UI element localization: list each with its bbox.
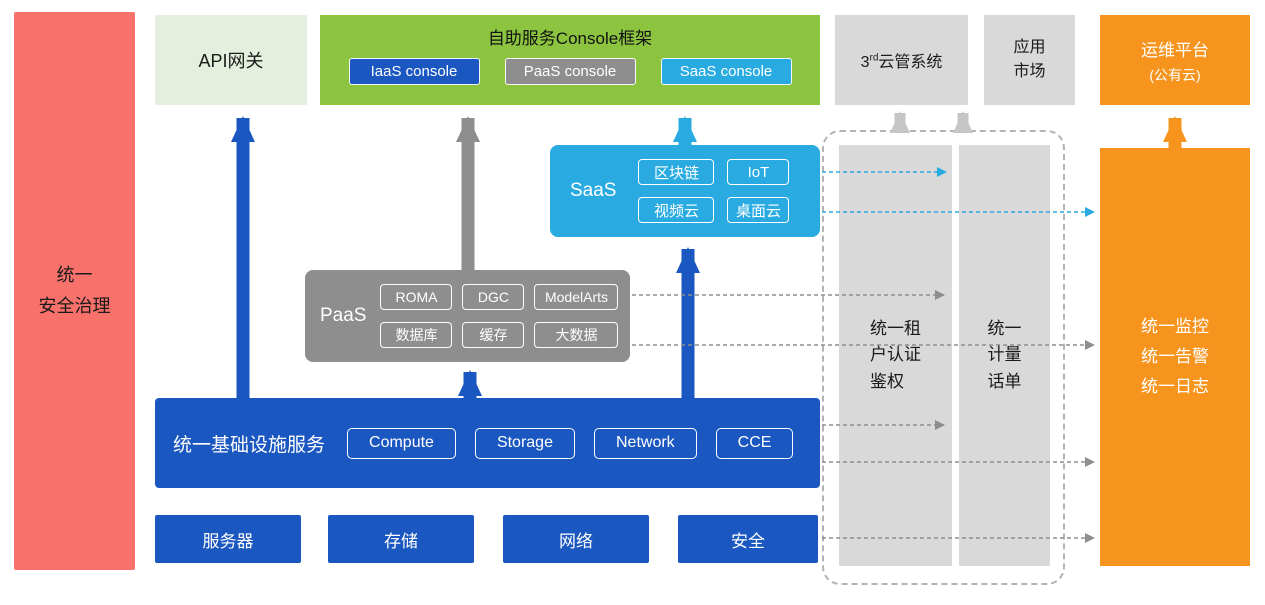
paas-chip-cache: 缓存 xyxy=(462,322,525,348)
security-governance-label: 统一 安全治理 xyxy=(38,265,111,316)
saas-chip-grid: 区块链 IoT 视频云 桌面云 xyxy=(638,159,790,223)
infrastructure-layer-box: 统一基础设施服务 Compute Storage Network CCE xyxy=(155,398,820,488)
infra-chip-compute: Compute xyxy=(347,427,456,459)
app-market-label: 应用 市场 xyxy=(1013,39,1046,80)
saas-chip-video-cloud: 视频云 xyxy=(638,197,715,223)
infra-chip-network: Network xyxy=(593,427,697,459)
paas-chip-database: 数据库 xyxy=(380,322,453,348)
shared-services-dashed-container xyxy=(822,130,1065,585)
security-box: 安全 xyxy=(678,515,818,563)
infrastructure-chip-row: Compute Storage Network CCE xyxy=(347,427,794,459)
iaas-console-chip: IaaS console xyxy=(348,58,480,85)
app-market-box: 应用 市场 xyxy=(984,15,1075,105)
infrastructure-label: 统一基础设施服务 xyxy=(173,434,326,456)
tenant-auth-label: 统一租 户认证 鉴权 xyxy=(870,318,921,391)
console-frame-title: 自助服务Console框架 xyxy=(487,29,653,48)
paas-chip-roma: ROMA xyxy=(380,284,453,310)
console-chip-row: IaaS console PaaS console SaaS console xyxy=(348,58,792,85)
storage-box: 存储 xyxy=(328,515,474,563)
network-box: 网络 xyxy=(503,515,649,563)
paas-chip-dgc: DGC xyxy=(462,284,525,310)
paas-chip-modelarts: ModelArts xyxy=(534,284,619,310)
saas-console-chip: SaaS console xyxy=(660,58,792,85)
saas-layer-label: SaaS xyxy=(570,180,617,201)
third-party-label: 3rd云管系统 xyxy=(860,52,943,71)
saas-chip-iot: IoT xyxy=(727,159,790,185)
paas-layer-box: PaaS ROMA DGC ModelArts 数据库 缓存 大数据 xyxy=(305,270,630,362)
ops-platform-subtitle: (公有云) xyxy=(1149,66,1201,83)
paas-layer-label: PaaS xyxy=(320,305,367,326)
security-governance-bar: 统一 安全治理 xyxy=(14,12,135,570)
api-gateway-box: API网关 xyxy=(155,15,307,105)
monitoring-alarm-log-label: 统一监控 统一告警 统一日志 xyxy=(1141,317,1209,396)
ops-platform-title: 运维平台 xyxy=(1141,40,1209,60)
ops-platform-box: 运维平台 (公有云) xyxy=(1100,15,1250,105)
saas-layer-box: SaaS 区块链 IoT 视频云 桌面云 xyxy=(550,145,820,237)
infra-chip-cce: CCE xyxy=(715,427,794,459)
console-frame-box: 自助服务Console框架 IaaS console PaaS console … xyxy=(320,15,820,105)
saas-chip-blockchain: 区块链 xyxy=(638,159,715,185)
server-box: 服务器 xyxy=(155,515,301,563)
metering-billing-bar: 统一 计量 话单 xyxy=(959,145,1050,566)
monitoring-alarm-log-box: 统一监控 统一告警 统一日志 xyxy=(1100,148,1250,566)
paas-chip-grid: ROMA DGC ModelArts 数据库 缓存 大数据 xyxy=(380,284,619,348)
paas-console-chip: PaaS console xyxy=(504,58,636,85)
third-party-cloud-mgmt-box: 3rd云管系统 xyxy=(835,15,968,105)
paas-chip-bigdata: 大数据 xyxy=(534,322,619,348)
tenant-auth-bar: 统一租 户认证 鉴权 xyxy=(839,145,952,566)
saas-chip-desktop-cloud: 桌面云 xyxy=(727,197,790,223)
metering-billing-label: 统一 计量 话单 xyxy=(987,318,1022,391)
infra-chip-storage: Storage xyxy=(474,427,575,459)
api-gateway-label: API网关 xyxy=(198,51,264,71)
